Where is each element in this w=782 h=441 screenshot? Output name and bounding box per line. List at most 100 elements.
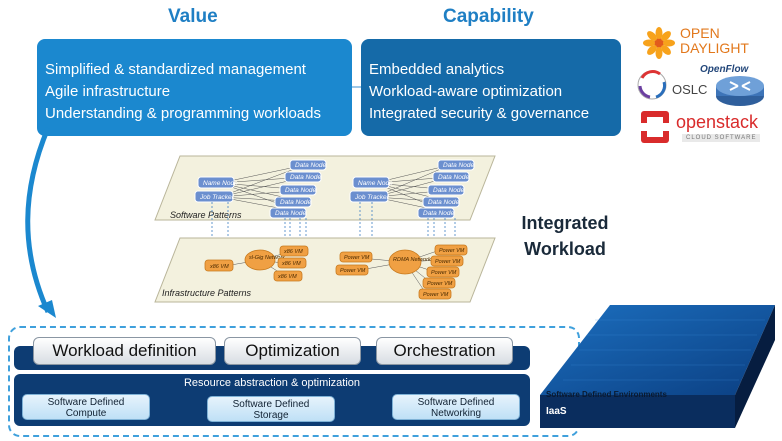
opendaylight-text-2: DAYLIGHT [680,40,749,56]
data-node [284,171,322,183]
power-vm-node [426,266,460,278]
data-node-label: Data Node [423,210,454,217]
opendaylight-text-1: OPEN [680,25,720,41]
software-patterns-plane [154,155,496,221]
job-tracker-node [349,190,389,203]
data-node [274,196,312,208]
x86-vm-label: x86 VM [281,261,301,267]
x86-vm-label: x86 VM [277,274,297,280]
sd-compute-box[interactable]: Software Defined Compute [22,394,150,420]
openstack-logo: openstack CLOUD SOFTWARE [640,108,770,148]
value-item: Agile infrastructure [45,83,171,100]
opendaylight-logo: OPEN DAYLIGHT [640,24,780,62]
sd-storage-line2: Storage [253,410,289,421]
openstack-sub-text: CLOUD SOFTWARE [682,134,761,142]
power-vm-label: Power VM [344,255,370,261]
power-vm-node [335,264,369,276]
job-tracker-label: Job Tracker [199,194,235,201]
capability-heading: Capability [443,6,534,27]
x86-vm-label: x86 VM [209,264,229,270]
openstack-icon [641,111,669,143]
openflow-text: OpenFlow [700,64,749,75]
data-node-label: Data Node [295,162,326,169]
oslc-logo-icon [637,70,667,100]
sd-storage-box[interactable]: Software Defined Storage [207,396,335,422]
capability-box: Embedded analytics Workload-aware optimi… [361,39,621,136]
x86-vm-node [279,245,309,257]
data-node-label: Data Node [443,162,474,169]
data-node-label: Data Node [428,199,459,206]
name-node-label: Name Node [358,180,393,187]
data-node-label: Data Node [433,187,464,194]
power-vm-label: Power VM [340,268,366,274]
capability-item: Integrated security & governance [369,105,590,122]
value-item: Understanding & programming workloads [45,105,321,122]
integrated-workload-label: Integrated Workload [500,210,630,262]
power-vm-node [418,288,452,300]
capability-item: Embedded analytics [369,61,505,78]
resource-abstraction-label: Resource abstraction & optimization [183,377,361,389]
rdma-network-node [388,249,422,275]
data-node-label: Data Node [275,210,306,217]
workload-word: Workload [524,239,606,259]
data-node-label: Data Node [438,174,469,181]
sd-compute-line2: Compute [65,408,107,419]
power-vm-label: Power VM [435,259,461,265]
value-box: Simplified & standardized management Agi… [37,39,352,136]
sde-title: Software Defined Environments [546,390,667,399]
optimization-button[interactable]: Optimization [224,337,361,365]
data-node [417,207,455,219]
power-vm-label: Power VM [427,281,453,287]
capability-item: Workload-aware optimization [369,83,563,100]
sd-networking-line2: Networking [430,408,482,419]
x86-vm-node [273,270,303,282]
data-node [437,159,475,171]
rdma-network-label: RDMA Network [393,257,431,263]
name-node [352,176,390,189]
openflow-router-icon [716,76,764,106]
power-vm-node [434,244,468,256]
x86-vm-label: x86 VM [283,249,303,255]
sd-networking-line1: Software Defined [417,397,495,408]
sd-storage-line1: Software Defined [232,399,310,410]
opendaylight-flower-icon [643,27,675,59]
infrastructure-patterns-label: Infrastructure Patterns [162,288,252,298]
job-tracker-label: Job Tracker [354,194,390,201]
data-node [432,171,470,183]
name-node [197,176,235,189]
name-node-label: Name Node [203,180,238,187]
power-vm-node [430,255,464,267]
openstack-text: openstack [676,112,759,132]
data-node-label: Data Node [285,187,316,194]
power-vm-node [422,277,456,289]
workload-definition-button[interactable]: Workload definition [33,337,216,365]
software-patterns-label: Software Patterns [170,210,242,220]
integrated-word: Integrated [521,213,609,233]
iaas-label: IaaS [546,406,567,417]
gig-network-node [244,249,276,271]
value-heading: Value [168,6,218,27]
data-node [279,184,317,196]
data-node [422,196,460,208]
data-node [427,184,465,196]
data-node-label: Data Node [290,174,321,181]
sd-compute-line1: Software Defined [47,397,125,408]
data-node-label: Data Node [280,199,311,206]
x86-vm-node [277,257,307,269]
sd-networking-box[interactable]: Software Defined Networking [392,394,520,420]
gig-network-label: sl-Gig Network [249,255,285,261]
data-node [289,159,327,171]
value-item: Simplified & standardized management [45,61,306,78]
power-vm-label: Power VM [431,270,457,276]
connector-line [352,86,361,88]
data-node [269,207,307,219]
power-vm-label: Power VM [439,248,465,254]
power-vm-node [339,251,373,263]
patterns-diagram: Software Patterns Name Node Job Tracker … [154,155,496,303]
x86-vm-node [204,259,234,272]
oslc-text: OSLC [672,82,708,97]
sde-slab [540,305,775,428]
orchestration-button[interactable]: Orchestration [376,337,513,365]
power-vm-label: Power VM [423,292,449,298]
